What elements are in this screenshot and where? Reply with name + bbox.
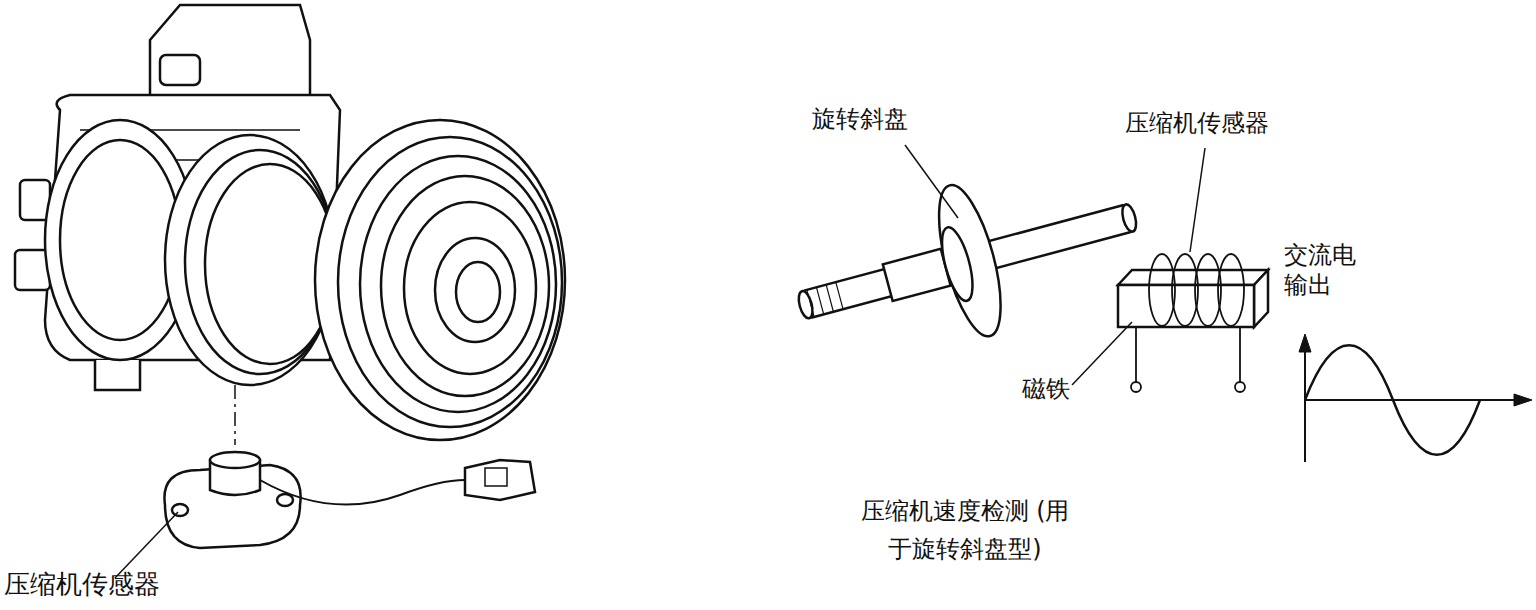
compressor-drawing xyxy=(15,5,565,445)
part-label: 压缩机传感器 xyxy=(4,568,160,601)
part-label: 磁铁 xyxy=(1022,374,1070,404)
swash-plate-shaft xyxy=(780,141,1156,381)
part-label: 压缩机传感器 xyxy=(1125,108,1269,138)
ac-waveform xyxy=(1299,334,1532,462)
coil-magnet xyxy=(1072,148,1268,392)
part-label: 旋转斜盘 xyxy=(812,104,908,134)
leader-line xyxy=(905,145,958,218)
figure-caption: 压缩机速度检测 (用于旋转斜盘型) xyxy=(860,492,1070,569)
sensor-part xyxy=(115,452,535,578)
signal-label: 交流电 输出 xyxy=(1284,240,1364,300)
